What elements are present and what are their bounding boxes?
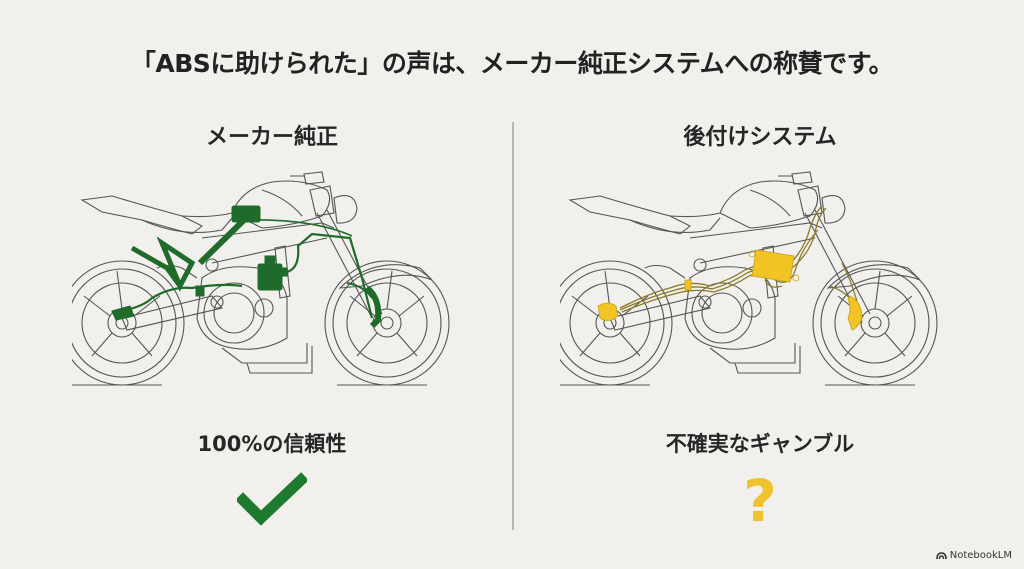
aftermarket-verdict: 不確実なギャンブル xyxy=(665,432,855,456)
oem-icon-container xyxy=(52,470,492,535)
oem-column: メーカー純正 xyxy=(52,0,492,569)
oem-verdict: 100%の信頼性 xyxy=(197,432,347,456)
notebooklm-logo-icon xyxy=(935,551,947,559)
aftermarket-column: 後付けシステム xyxy=(540,0,980,569)
aftermarket-heading: 後付けシステム xyxy=(683,125,837,150)
aftermarket-motorcycle-illustration xyxy=(560,171,938,386)
oem-motorcycle-illustration xyxy=(72,171,450,386)
brand-watermark: NotebookLM xyxy=(935,550,1012,561)
oem-heading: メーカー純正 xyxy=(205,125,338,150)
column-divider xyxy=(512,122,514,530)
checkmark-icon xyxy=(237,472,307,526)
page-title: 「ABSに助けられた」の声は、メーカー純正システムへの称賛です。 xyxy=(130,49,894,78)
aftermarket-icon-container: ? xyxy=(540,470,980,535)
brand-label: NotebookLM xyxy=(949,550,1012,561)
question-mark-icon: ? xyxy=(743,467,777,535)
